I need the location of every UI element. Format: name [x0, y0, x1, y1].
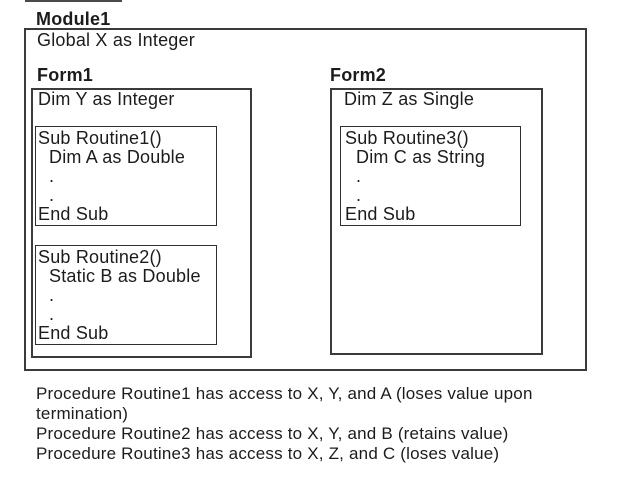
note-routine1-line1: Procedure Routine1 has access to X, Y, a… [36, 384, 533, 403]
routine2-ellipsis-dot: . [49, 285, 55, 305]
routine1-box: Sub Routine1() Dim A as Double . . End S… [35, 126, 217, 226]
form1-box [31, 88, 252, 358]
module-global-declaration: Global X as Integer [37, 30, 195, 50]
routine1-ellipsis-dot: . [49, 185, 55, 205]
form1-title: Form1 [37, 65, 94, 85]
routine2-declaration: Static B as Double [49, 266, 201, 286]
note-routine2: Procedure Routine2 has access to X, Y, a… [36, 424, 509, 443]
form2-box [330, 88, 543, 355]
module-title: Module1 [36, 9, 111, 29]
note-routine1-line2: termination) [36, 404, 129, 423]
form2-declaration: Dim Z as Single [344, 89, 475, 109]
note-routine3: Procedure Routine3 has access to X, Z, a… [36, 444, 500, 463]
routine3-ellipsis-dot: . [356, 166, 362, 186]
routine1-header: Sub Routine1() [38, 128, 162, 148]
routine1-ellipsis-dot: . [49, 166, 55, 186]
routine1-declaration: Dim A as Double [49, 147, 186, 167]
scope-notes: Procedure Routine1 has access to X, Y, a… [36, 384, 533, 464]
routine2-footer: End Sub [38, 323, 109, 343]
routine2-header: Sub Routine2() [38, 247, 162, 267]
routine2-ellipsis-dot: . [49, 304, 55, 324]
routine3-footer: End Sub [345, 204, 416, 224]
routine3-declaration: Dim C as String [356, 147, 486, 167]
cropped-top-line [25, 0, 122, 2]
form1-declaration: Dim Y as Integer [38, 89, 175, 109]
routine3-ellipsis-dot: . [356, 185, 362, 205]
module-box [24, 28, 587, 371]
routine1-footer: End Sub [38, 204, 109, 224]
routine3-box: Sub Routine3() Dim C as String . . End S… [340, 126, 521, 226]
form2-title: Form2 [330, 65, 387, 85]
routine2-box: Sub Routine2() Static B as Double . . En… [35, 245, 217, 345]
routine3-header: Sub Routine3() [345, 128, 469, 148]
